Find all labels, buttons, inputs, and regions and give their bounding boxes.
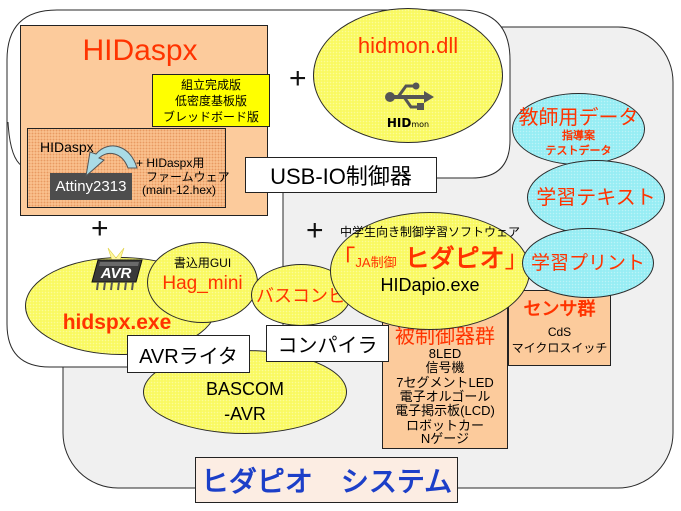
edition-low-density: 低密度基板版 (174, 94, 247, 108)
hidapio-name: ヒダピオ (404, 245, 505, 273)
hag-mini-caption: 書込用GUI (173, 256, 232, 270)
hag-mini-ellipse: 書込用GUI Hag_mini (147, 242, 258, 323)
system-title: ヒダピオ システム (200, 466, 453, 497)
hidmon-logo-bold: HID (386, 116, 412, 130)
bascom-line: BASCOM (205, 379, 284, 399)
teacher-data-line: テストデータ (545, 145, 612, 157)
learning-print-label: 学習プリント (530, 253, 645, 274)
avr-chip-icon-text: AVR (100, 265, 132, 282)
sensors-box: センサ群 CdS マイクロスイッチ (508, 290, 611, 366)
controlled-device-item: ロボットカー (405, 417, 484, 433)
hidapio-prefix: JA制御 (355, 255, 397, 270)
learning-print-ellipse: 学習プリント (522, 228, 654, 298)
teacher-data-line: 指導案 (562, 130, 595, 142)
teacher-data-ellipse: 教師用データ 指導案 テストデータ (512, 93, 645, 165)
firmware-text: + HIDaspx用 ファームウェア (main-12.hex) (134, 156, 230, 198)
usb-icon (385, 82, 434, 110)
learning-text-label: 学習テキスト (536, 187, 656, 209)
compiler-label: コンパイラ (266, 325, 389, 362)
hidaspx-title: HIDaspx (82, 34, 198, 67)
firmware-line-1: + HIDaspx用 (136, 156, 205, 170)
controlled-devices-title: 被制御器群 (395, 326, 495, 348)
usb-io-label-text: USB-IO制御器 (270, 164, 412, 189)
controlled-device-item: 7セグメントLED (396, 374, 494, 390)
attiny-chip-label: Attiny2313 (55, 178, 127, 195)
plus-symbol: + (306, 214, 324, 247)
hidmon-logo-small: mon (411, 120, 430, 129)
avr-writer-label: AVRライタ (127, 335, 250, 373)
firmware-box-label: HIDaspx (40, 139, 94, 155)
firmware-box: HIDaspx Attiny2313 + HIDaspx用 ファームウェア (m… (27, 128, 230, 208)
usb-io-label: USB-IO制御器 (245, 157, 437, 193)
hidapio-exe: HIDapio.exe (380, 275, 480, 295)
teacher-data-title: 教師用データ (518, 107, 639, 129)
bascompi-ellipse: バスコンピ (251, 264, 351, 326)
sensor-item: CdS (547, 325, 572, 339)
edition-assembled: 組立完成版 (180, 78, 241, 92)
bracket-open: 「 (331, 246, 356, 273)
controlled-device-item: 8LED (428, 346, 462, 361)
bascom-line: -AVR (224, 404, 266, 424)
controlled-device-item: Nゲージ (420, 431, 470, 446)
compiler-label-text: コンパイラ (277, 335, 378, 357)
editions-box: 組立完成版 低密度基板版 ブレッドボード版 (152, 74, 270, 127)
hidmon-logo: HIDmon (314, 116, 502, 132)
hidapio-ellipse: 中学生向き制御学習ソフトウェア 「JA制御ヒダピオ」 HIDapio.exe (330, 212, 530, 330)
hidmon-ellipse: hidmon.dll HIDmon (313, 8, 503, 143)
hag-mini-title: Hag_mini (162, 273, 243, 294)
bascompi-label: バスコンピ (256, 286, 346, 306)
controlled-device-item: 電子掲示板(LCD) (395, 403, 495, 418)
controlled-device-item: 信号機 (425, 360, 465, 375)
avr-writer-label-text: AVRライタ (139, 345, 238, 368)
plus-symbol: + (91, 212, 109, 245)
plus-symbol: + (289, 62, 307, 95)
hidmon-title: hidmon.dll (357, 33, 459, 58)
hidspx-title: hidspx.exe (62, 311, 172, 334)
curved-arrow-icon (85, 145, 138, 178)
firmware-line-2: ファームウェア (146, 169, 230, 184)
firmware-line-3: (main-12.hex) (141, 183, 217, 197)
attiny-chip: Attiny2313 (50, 173, 132, 200)
hidapio-name-line: 「JA制御ヒダピオ」 (331, 244, 529, 278)
edition-breadboard: ブレッドボード版 (162, 110, 259, 124)
learning-text-ellipse: 学習テキスト (527, 160, 665, 235)
system-title-box: ヒダピオ システム (195, 457, 458, 503)
sensors-title: センサ群 (523, 299, 596, 319)
hidapio-subtitle: 中学生向き制御学習ソフトウェア (339, 225, 520, 239)
avr-chip-icon: AVR (91, 247, 143, 291)
sensor-item: マイクロスイッチ (511, 341, 608, 355)
controlled-device-item: 電子オルゴール (399, 389, 491, 404)
